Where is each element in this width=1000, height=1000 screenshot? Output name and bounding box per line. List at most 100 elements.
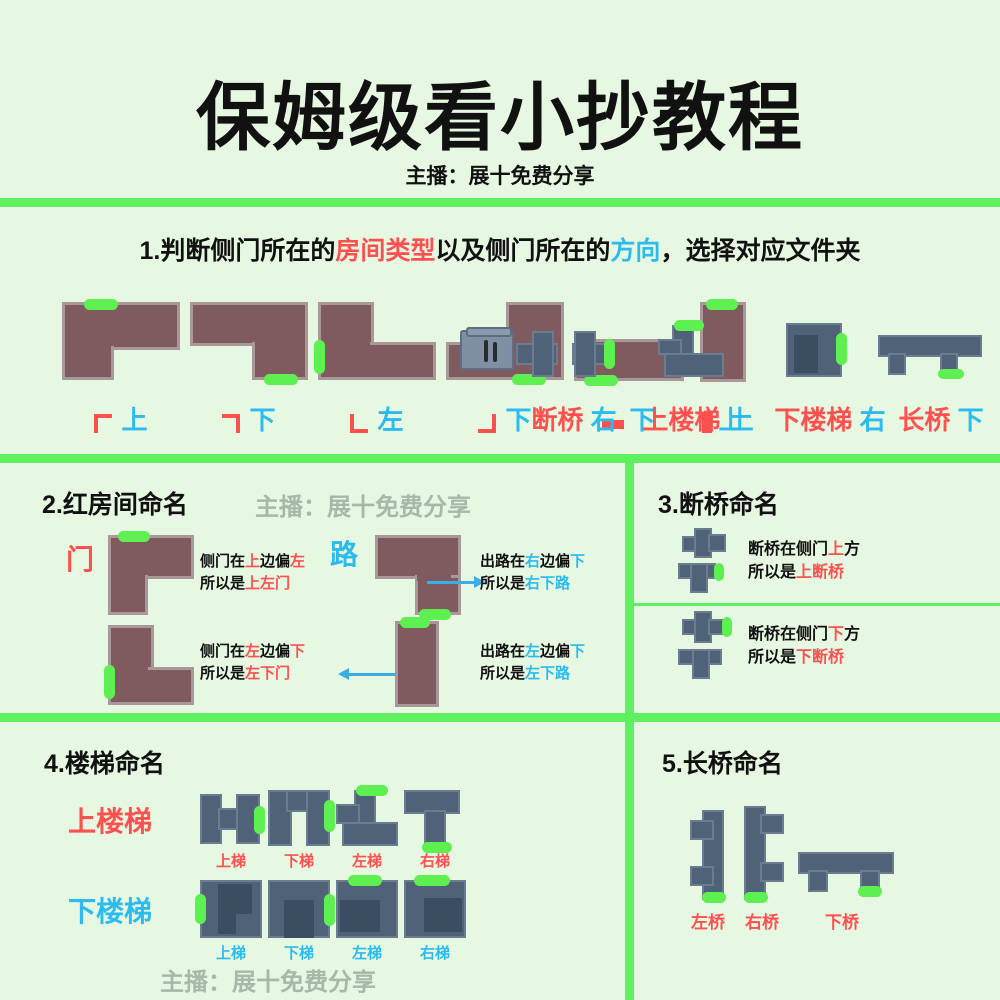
door-marker bbox=[400, 617, 430, 628]
s1-dir-1: 下 bbox=[249, 405, 276, 435]
up-stairs-label-2: 左梯 bbox=[351, 853, 382, 870]
row0-l1d: 左 bbox=[290, 553, 306, 570]
room-2d bbox=[395, 617, 439, 707]
s1-label-1: 下 bbox=[190, 400, 308, 437]
section-5-heading: 5.长桥命名 bbox=[662, 750, 783, 778]
down-stairs-label-0: 上梯 bbox=[215, 945, 246, 962]
section-2-watermark: 主播：展十免费分享 bbox=[255, 494, 471, 521]
door-marker bbox=[584, 375, 618, 386]
door-marker bbox=[674, 320, 704, 331]
door-marker bbox=[836, 333, 847, 365]
s1-type-8: 下楼梯 bbox=[774, 405, 853, 435]
up-stairs-group-label: 上楼梯 bbox=[68, 806, 153, 837]
section-2-row-2-text: 出路在右边偏下 所以是右下路 bbox=[480, 551, 585, 595]
up-stairs-label-1: 下梯 bbox=[283, 853, 314, 870]
row2-l2a: 所以是 bbox=[480, 574, 526, 592]
long-bridge-label-0: 左桥 bbox=[691, 913, 725, 932]
s1-dir-8: 右 bbox=[859, 405, 886, 435]
page-title: 保姆级看小抄教程 bbox=[196, 76, 804, 159]
s1-dir-4: 下 bbox=[629, 405, 656, 435]
corner-bottom-left-icon bbox=[350, 411, 372, 434]
door-marker bbox=[314, 340, 325, 374]
section-3-row-0-text: 断桥在侧门上方 所以是上断桥 bbox=[748, 538, 860, 584]
section-2-row-1-text: 侧门在左边偏下 所以是左下门 bbox=[200, 641, 305, 685]
divider-section1-bottom bbox=[0, 454, 1000, 463]
row0-l1c: 边偏 bbox=[260, 553, 291, 570]
broken-bridge-3a-upper bbox=[682, 528, 732, 558]
door-marker bbox=[104, 665, 115, 699]
door-marker bbox=[744, 892, 768, 903]
broken-bridge-3b-upper bbox=[682, 611, 738, 643]
door-marker bbox=[422, 842, 452, 853]
s1-type-9: 长桥 bbox=[898, 405, 951, 435]
s3r0-l1a: 断桥在侧门 bbox=[748, 541, 829, 558]
door-marker bbox=[324, 894, 335, 926]
corner-bottom-right-icon bbox=[478, 411, 500, 434]
section-2-row-3-text: 出路在左边偏下 所以是左下路 bbox=[480, 641, 585, 685]
row0-l1a: 侧门在 bbox=[200, 553, 246, 570]
s1-label-8: 下楼梯 右 bbox=[762, 400, 898, 437]
door-marker bbox=[356, 785, 388, 796]
bar-horizontal-icon bbox=[602, 411, 625, 433]
down-stairs-group-label: 下楼梯 bbox=[68, 896, 153, 927]
header: 保姆级看小抄教程 主播：展十免费分享 bbox=[0, 0, 1000, 198]
room-2b bbox=[104, 625, 194, 705]
s1-label-7: 上楼梯 上 bbox=[630, 400, 766, 437]
s3r1-l2b: 下断桥 bbox=[796, 649, 845, 667]
divider-top bbox=[0, 198, 1000, 207]
row1-l2b: 左下门 bbox=[245, 664, 291, 682]
s1-type-7: 上楼梯 bbox=[642, 405, 721, 435]
section-2-heading: 2.红房间命名 bbox=[42, 491, 188, 519]
row3-l1c: 边偏 bbox=[540, 643, 571, 660]
row2-l1d: 下 bbox=[570, 553, 586, 570]
door-marker bbox=[512, 374, 546, 385]
down-stairs-right bbox=[404, 875, 466, 938]
row1-l1c: 边偏 bbox=[260, 643, 291, 660]
down-stairs-label-2: 左梯 bbox=[351, 945, 382, 962]
up-stairs-label-3: 右梯 bbox=[419, 853, 450, 870]
s1-dir-2: 左 bbox=[377, 405, 404, 435]
up-stairs-bottom bbox=[268, 790, 335, 846]
exit-arrow-left bbox=[338, 668, 396, 680]
up-stairs-label-0: 上梯 bbox=[215, 853, 246, 870]
room-shape-top-right bbox=[190, 302, 308, 385]
long-bridge-right bbox=[744, 806, 784, 903]
bar-vertical-icon bbox=[701, 411, 713, 434]
room-2a bbox=[108, 531, 194, 615]
door-marker bbox=[722, 617, 732, 637]
row1-l1b: 左 bbox=[245, 643, 261, 660]
broken-bridge-3a-lower bbox=[678, 563, 734, 593]
down-stairs-bottom bbox=[268, 880, 335, 938]
divider-mid bbox=[0, 713, 1000, 722]
s1-label-2: 左 bbox=[318, 400, 436, 437]
row1-l1a: 侧门在 bbox=[200, 643, 246, 660]
door-marker bbox=[195, 894, 206, 924]
row3-l2a: 所以是 bbox=[480, 664, 526, 682]
down-stairs-label-1: 下梯 bbox=[283, 945, 314, 962]
s3r1-l1a: 断桥在侧门 bbox=[748, 626, 829, 643]
exit-arrow-right bbox=[427, 576, 485, 588]
section-2-red-room-naming: 2.红房间命名 主播：展十免费分享 门 路 侧门在上边偏左 所以是上左门 侧门在… bbox=[0, 463, 625, 713]
door-marker bbox=[414, 875, 450, 886]
section-1-room-type: 1.判断侧门所在的房间类型以及侧门所在的方向，选择对应文件夹 bbox=[0, 207, 1000, 454]
s1-dir-6: 右 bbox=[590, 405, 617, 435]
door-marker bbox=[714, 563, 724, 581]
long-bridge-label-1: 右桥 bbox=[745, 913, 779, 932]
s1-head-part5: ，选择对应文件夹 bbox=[660, 237, 861, 265]
door-marker bbox=[348, 875, 382, 886]
s3r0-l2a: 所以是 bbox=[748, 564, 797, 582]
s1-dir-3: 下 bbox=[505, 405, 532, 435]
divider-vertical-right bbox=[625, 454, 634, 1000]
door-tag-label: 门 bbox=[66, 544, 95, 575]
section-3-inner-divider bbox=[634, 603, 1000, 606]
s1-type-6: 断桥 bbox=[531, 405, 584, 435]
section-5-long-bridge-naming: 5.长桥命名 左桥 右桥 下桥 bbox=[634, 722, 1000, 1000]
row2-l2b: 右下路 bbox=[525, 574, 571, 592]
section-4-heading: 4.楼梯命名 bbox=[44, 750, 165, 778]
row2-l1a: 出路在 bbox=[480, 553, 526, 570]
up-stairs-top bbox=[200, 794, 265, 844]
s1-label-6: 断桥 右 bbox=[516, 400, 632, 437]
door-marker bbox=[604, 339, 615, 369]
page-subtitle: 主播：展十免费分享 bbox=[405, 165, 595, 188]
